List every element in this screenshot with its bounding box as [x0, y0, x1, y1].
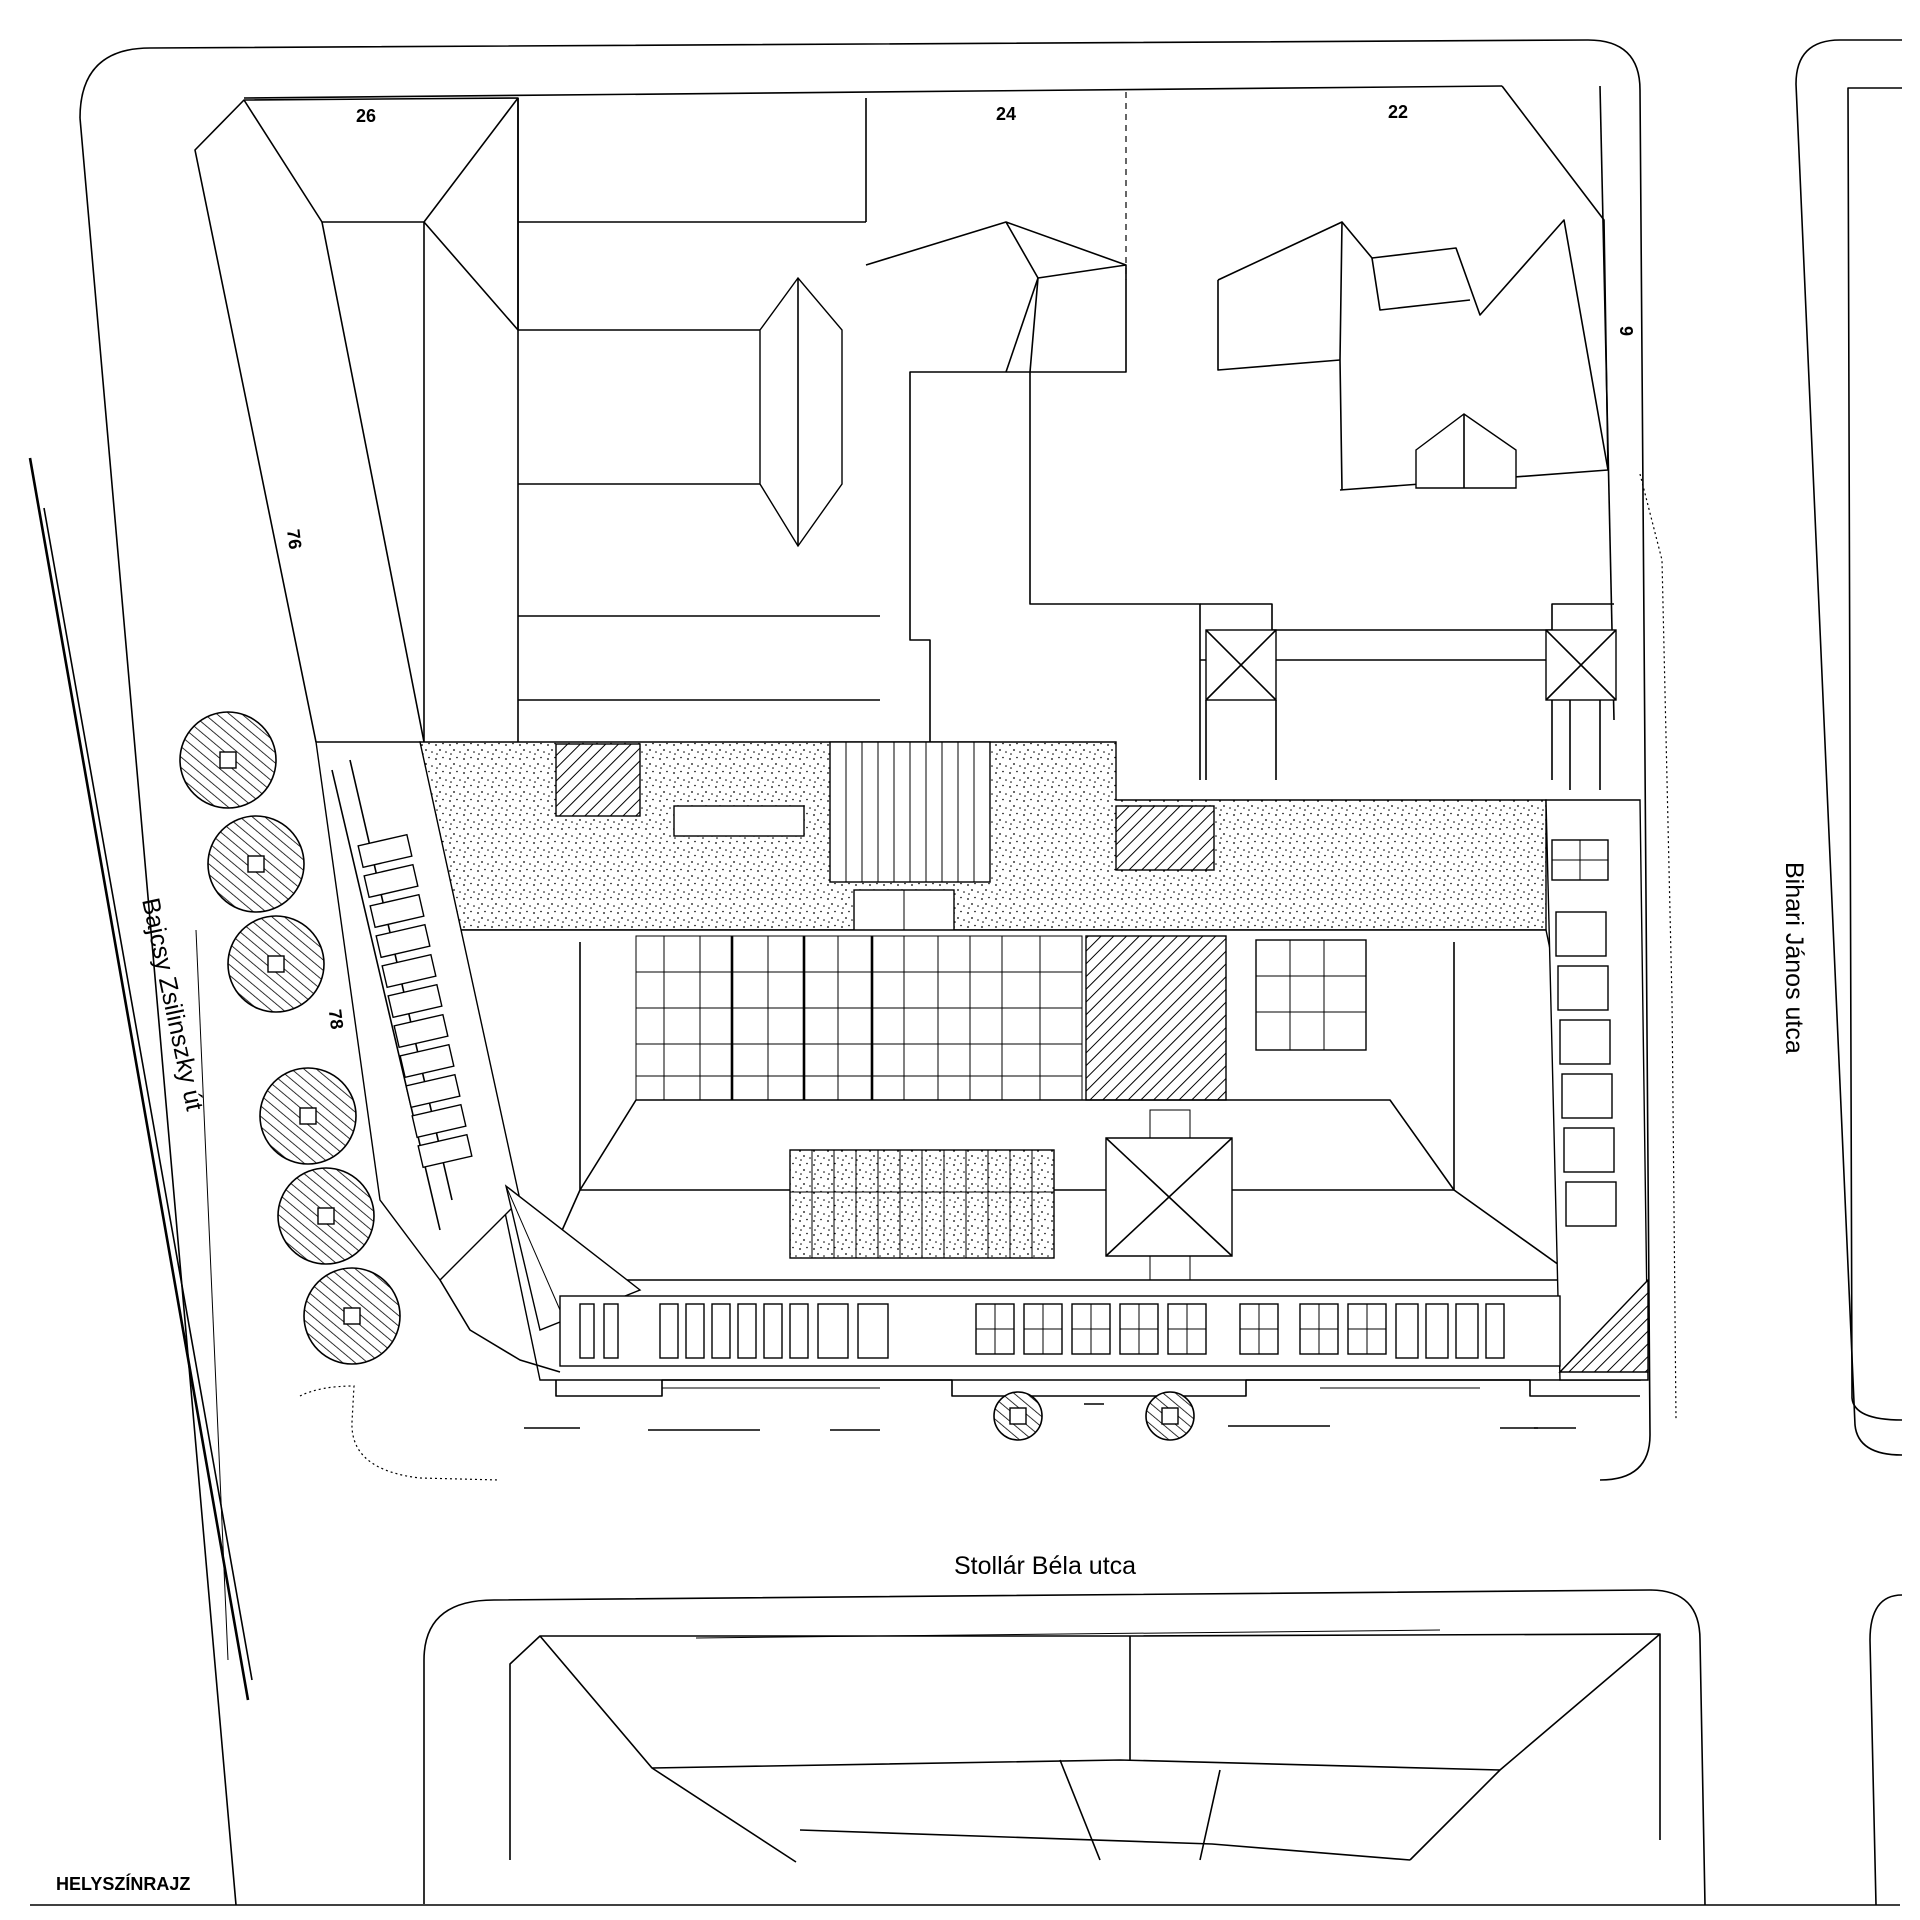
- street-tree-west-2: [207, 815, 305, 913]
- house-number-26: 26: [356, 106, 376, 126]
- east-block-inner-line: [1847, 87, 1903, 1421]
- south-entrance-steps: [555, 1379, 1640, 1397]
- west-sidewalk-line: [79, 117, 237, 1906]
- street-tree-west-4: [259, 1067, 357, 1165]
- street-details: [179, 711, 1576, 1481]
- main-site: [315, 741, 1649, 1397]
- stair-treads: [845, 742, 975, 882]
- curtain-wall-lines: [636, 936, 1082, 1100]
- south-facade-windows: [579, 1303, 1505, 1359]
- west-tree-row: [179, 711, 401, 1365]
- house-number-78: 78: [325, 1008, 347, 1030]
- west-wing-rooms: [357, 833, 473, 1169]
- hatched-core: [1085, 935, 1227, 1101]
- grid-room: [1255, 939, 1367, 1051]
- tram-line-outer: [28, 457, 250, 1701]
- building-26-roof-ridge: [243, 97, 519, 223]
- southeast-block-curb: [1869, 1594, 1903, 1906]
- east-wing-rooms: [1551, 839, 1617, 1227]
- street-label-bihari: Bihari János utca: [1780, 862, 1808, 1054]
- street-tree-south-2: [1145, 1391, 1195, 1441]
- planter-box: [673, 805, 805, 837]
- west-sidewalk-rule: [195, 929, 229, 1661]
- building-26-outline: [194, 97, 519, 743]
- street-tree-west-5: [277, 1167, 375, 1265]
- house-number-24: 24: [996, 104, 1016, 124]
- house-number-22: 22: [1388, 102, 1408, 122]
- sheet-title: HELYSZÍNRAJZ: [56, 1873, 190, 1894]
- small-gable: [1415, 413, 1517, 489]
- plot-boundary-top: [243, 85, 1503, 99]
- block-outlines: [28, 39, 1903, 1906]
- hatched-pit-west: [555, 743, 641, 817]
- main-block-curb: [79, 39, 1651, 1481]
- speckled-stair-lines: [790, 1150, 1054, 1258]
- footpath-west: [299, 1385, 501, 1481]
- south-block-curb: [423, 1589, 1706, 1906]
- house-number-76: 76: [283, 528, 305, 550]
- street-tree-west-3: [227, 915, 325, 1013]
- street-label-bajcsy: Bajcsy Zsilinszky út: [136, 895, 208, 1113]
- roof-cluster-22: [1217, 219, 1609, 491]
- east-block-curb: [1795, 39, 1903, 1456]
- neighbour-buildings: [194, 85, 1677, 1421]
- street-tree-west-1: [179, 711, 277, 809]
- north-roof-gable: [759, 276, 843, 548]
- street-tree-south-1: [993, 1391, 1043, 1441]
- street-label-stollar: Stollár Béla utca: [954, 1552, 1136, 1580]
- hatched-corner-east: [1558, 1278, 1649, 1373]
- inner-courtyard-line: [579, 1099, 1455, 1191]
- hatched-pit-centre: [1115, 805, 1215, 871]
- house-number-9: 9: [1616, 326, 1636, 336]
- west-wing-curve: [439, 1279, 561, 1373]
- south-building: [509, 1629, 1661, 1863]
- tram-line-inner: [43, 507, 253, 1681]
- street-tree-west-6: [303, 1267, 401, 1365]
